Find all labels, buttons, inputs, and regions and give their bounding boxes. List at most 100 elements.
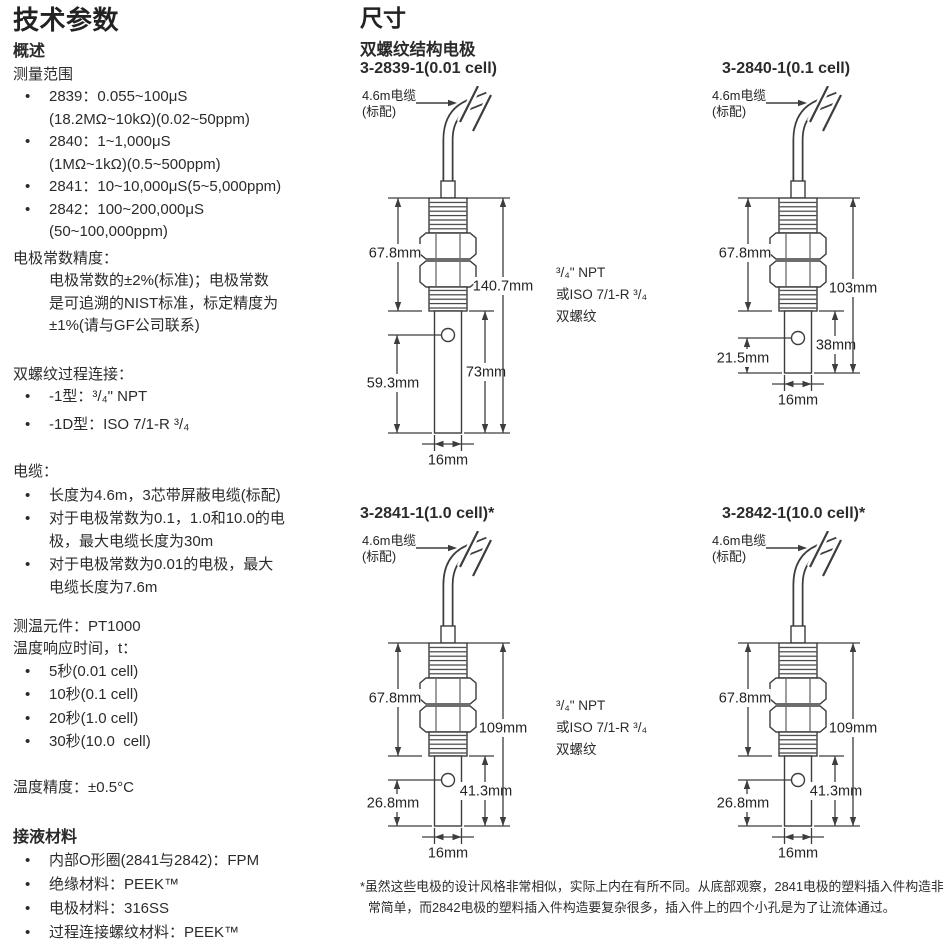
thread-note-line: 或ISO 7/1-R ³/₄ — [556, 720, 648, 735]
dim-total-length: 140.7mm — [473, 279, 533, 295]
dim-width: 16mm — [778, 846, 818, 862]
diagram-title-2840: 3-2840-1(0.1 cell) — [722, 60, 851, 77]
cell-constant-body: 电极常数的±2%(标准)；电极常数 是可追溯的NIST标准，标定精度为 ±1%(… — [49, 272, 279, 334]
list-item-oring: 内部O形圈(2841与2842)：FPM — [13, 850, 349, 873]
list-item-range-2840: 2840：1~1,000μS (1MΩ~1kΩ)(0.5~500ppm) — [13, 131, 349, 176]
cable-standard-label: (标配) — [362, 104, 396, 119]
range-label: 测量范围 — [13, 65, 74, 83]
thread-connection-list: -1型：³/₄" NPT -1D型：ISO 7/1-R ³/₄ — [13, 386, 349, 436]
cable-heading: 电缆： — [13, 463, 59, 480]
diagram-2841: 3-2841-1(1.0 cell)* 4.6m电缆(标配) 67.8mm 41.3… — [360, 503, 650, 871]
dim-thread-length: 67.8mm — [369, 246, 421, 262]
range-list: 2839：0.055~100μS (18.2MΩ~10kΩ)(0.02~50pp… — [13, 86, 349, 244]
thread-type1-text: -1型：³/₄" NPT — [49, 388, 148, 405]
cable-length-label: 4.6m电缆 — [362, 88, 416, 103]
temp-20s-text: 20秒(1.0 cell) — [49, 709, 139, 727]
thread-connection-heading: 双螺纹过程连接： — [13, 365, 134, 383]
electrode-drawing-2841: 4.6m电缆(标配) 67.8mm 41.3mm 109mm 26.8mm 16mm — [362, 531, 527, 862]
dimensions-section: 尺寸 双螺纹结构电极 3-2839-1(0.01 cell) 4.6m电缆(标配… — [360, 4, 948, 939]
footnote: *虽然这些电极的设计风格非常相似，实际上内在有所不同。从底部观察，2841电极的… — [360, 879, 944, 915]
range-2839-text: 2839：0.055~100μS (18.2MΩ~10kΩ)(0.02~50pp… — [49, 88, 250, 128]
list-item-range-2839: 2839：0.055~100μS (18.2MΩ~10kΩ)(0.02~50pp… — [13, 86, 349, 131]
dim-total-length: 109mm — [829, 721, 877, 737]
dim-thread-length: 67.8mm — [719, 691, 771, 707]
cable-length-text: 长度为4.6m，3芯带屏蔽电缆(标配) — [49, 486, 281, 504]
dim-thread-length: 67.8mm — [369, 691, 421, 707]
dim-thread-length: 67.8mm — [719, 246, 771, 262]
cable-standard-label: (标配) — [362, 549, 396, 564]
dim-total-length: 103mm — [829, 281, 877, 297]
list-item-range-2842: 2842：100~200,000μS (50~100,000ppm) — [13, 199, 349, 244]
cable-length-label: 4.6m电缆 — [712, 533, 766, 548]
cable-max76-text: 对于电极常数为0.01的电极，最大 电缆长度为7.6m — [49, 555, 274, 596]
cable-max30-text: 对于电极常数为0.1，1.0和10.0的电 极，最大电缆长度为30m — [49, 509, 285, 550]
temp-accuracy-line: 温度精度：±0.5°C — [13, 778, 134, 796]
list-item-temp-20s: 20秒(1.0 cell) — [13, 708, 349, 731]
diagram-title-2841: 3-2841-1(1.0 cell)* — [360, 505, 495, 522]
electrode-material-text: 电极材料：316SS — [49, 899, 170, 917]
thread-note-line: ³/₄" NPT — [556, 698, 606, 713]
range-2840-text: 2840：1~1,000μS (1MΩ~1kΩ)(0.5~500ppm) — [49, 133, 221, 173]
dim-hole-position: 59.3mm — [367, 376, 419, 392]
list-item-thread-material: 过程连接螺纹材料：PEEK™ — [13, 922, 349, 945]
dim-hole-position: 26.8mm — [717, 796, 769, 812]
list-item-cable-max76: 对于电极常数为0.01的电极，最大 电缆长度为7.6m — [13, 553, 349, 599]
temp-sensor-line: 测温元件：PT1000 — [13, 617, 141, 635]
electrode-drawing-2840: 4.6m电缆(标配) 67.8mm 38mm 103mm 21.5mm 16mm — [712, 86, 877, 409]
temp-5s-text: 5秒(0.01 cell) — [49, 662, 139, 680]
list-item-range-2841: 2841：10~10,000μS(5~5,000ppm) — [13, 176, 349, 199]
list-item-thread-1d: -1D型：ISO 7/1-R ³/₄ — [13, 414, 349, 437]
range-2841-text: 2841：10~10,000μS(5~5,000ppm) — [49, 178, 282, 195]
dim-width: 16mm — [778, 393, 818, 409]
oring-text: 内部O形圈(2841与2842)：FPM — [49, 851, 260, 869]
cable-list: 长度为4.6m，3芯带屏蔽电缆(标配) 对于电极常数为0.1，1.0和10.0的… — [13, 484, 349, 599]
list-item-cable-max30: 对于电极常数为0.1，1.0和10.0的电 极，最大电缆长度为30m — [13, 507, 349, 553]
dim-hole-position: 26.8mm — [367, 796, 419, 812]
thread-note-line: ³/₄" NPT — [556, 265, 606, 280]
insulation-text: 绝缘材料：PEEK™ — [49, 875, 180, 893]
tech-specs-title: 技术参数 — [13, 5, 120, 35]
electrode-drawing-2842: 4.6m电缆(标配) 67.8mm 41.3mm 109mm 26.8mm 16mm — [712, 531, 877, 862]
list-item-temp-30s: 30秒(10.0 cell) — [13, 731, 349, 754]
thread-note-line: 双螺纹 — [556, 309, 597, 324]
dim-width: 16mm — [428, 846, 468, 862]
electrode-drawing-2839: 4.6m电缆(标配) 67.8mm 73mm 140.7mm 59.3mm 16mm — [362, 86, 533, 469]
thread-note-top: ³/₄" NPT 或ISO 7/1-R ³/₄ 双螺纹 — [556, 262, 647, 328]
dim-width: 16mm — [428, 453, 468, 469]
overview-heading: 概述 — [13, 43, 46, 60]
cable-standard-label: (标配) — [712, 104, 746, 119]
dim-shaft-length: 41.3mm — [460, 784, 512, 800]
diagram-2840: 3-2840-1(0.1 cell) 4.6m电缆(标配) 67.8mm 38mm 1… — [650, 58, 940, 416]
dim-shaft-length: 38mm — [816, 338, 856, 354]
diagram-title-2842: 3-2842-1(10.0 cell)* — [722, 505, 866, 522]
dimensions-title: 尺寸 — [360, 5, 406, 31]
list-item-temp-10s: 10秒(0.1 cell) — [13, 684, 349, 707]
dim-total-length: 109mm — [479, 721, 527, 737]
dim-shaft-length: 73mm — [466, 365, 506, 381]
cable-length-label: 4.6m电缆 — [362, 533, 416, 548]
thread-note-line: 或ISO 7/1-R ³/₄ — [556, 287, 648, 302]
list-item-cable-length: 长度为4.6m，3芯带屏蔽电缆(标配) — [13, 484, 349, 507]
list-item-thread-1: -1型：³/₄" NPT — [13, 386, 349, 409]
tech-specs-section: 技术参数 概述 测量范围 2839：0.055~100μS (18.2MΩ~10… — [13, 5, 349, 946]
temp-10s-text: 10秒(0.1 cell) — [49, 686, 139, 703]
wetted-materials-list: 内部O形圈(2841与2842)：FPM 绝缘材料：PEEK™ 电极材料：316… — [13, 850, 349, 945]
range-2842-text: 2842：100~200,000μS (50~100,000ppm) — [49, 200, 205, 241]
temp-response-heading: 温度响应时间，t： — [13, 640, 138, 657]
list-item-electrode-material: 电极材料：316SS — [13, 898, 349, 921]
cable-standard-label: (标配) — [712, 549, 746, 564]
thread-type1d-text: -1D型：ISO 7/1-R ³/₄ — [49, 415, 190, 433]
thread-material-text: 过程连接螺纹材料：PEEK™ — [49, 923, 240, 941]
cell-constant-heading: 电极常数精度： — [13, 249, 119, 267]
list-item-insulation: 绝缘材料：PEEK™ — [13, 874, 349, 897]
dim-shaft-length: 41.3mm — [810, 784, 862, 800]
diagram-2842: 3-2842-1(10.0 cell)* 4.6m电缆(标配) 67.8mm 41.… — [650, 503, 940, 871]
cable-length-label: 4.6m电缆 — [712, 88, 766, 103]
dim-hole-position: 21.5mm — [717, 351, 769, 367]
thread-note-line: 双螺纹 — [556, 742, 597, 757]
temp-response-list: 5秒(0.01 cell) 10秒(0.1 cell) 20秒(1.0 cell… — [13, 661, 349, 754]
wetted-materials-heading: 接液材料 — [13, 829, 78, 846]
thread-note-bottom: ³/₄" NPT 或ISO 7/1-R ³/₄ 双螺纹 — [556, 695, 647, 761]
